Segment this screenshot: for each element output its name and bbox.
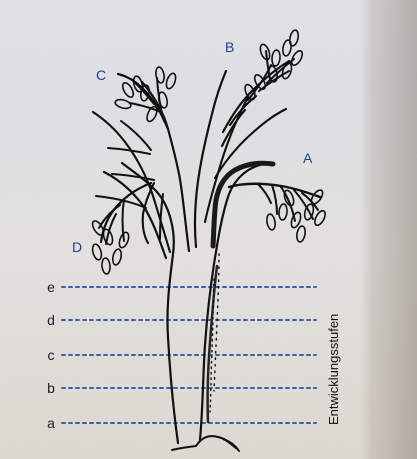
leaf-a-1 bbox=[266, 213, 277, 230]
leaf-b-2 bbox=[271, 50, 280, 67]
branch-label-d: D bbox=[72, 240, 82, 254]
branch-a-sub-5 bbox=[258, 184, 271, 203]
stage-label-e: e bbox=[44, 280, 58, 294]
trunk-center-shadow bbox=[213, 163, 273, 246]
stage-label-d: d bbox=[44, 313, 58, 327]
leaf-d-2 bbox=[101, 258, 110, 275]
stage-label-b: b bbox=[44, 381, 58, 395]
stage-lines bbox=[62, 287, 316, 423]
leaf-b-9 bbox=[288, 29, 299, 46]
leaf-a-2 bbox=[278, 204, 287, 221]
leaf-b-4 bbox=[290, 49, 305, 67]
leaf-clusters bbox=[90, 29, 327, 274]
branch-label-b: B bbox=[225, 40, 234, 54]
left-branch-sub-4 bbox=[121, 121, 151, 150]
leaf-c-6 bbox=[114, 98, 132, 110]
trunk-inner-shadow bbox=[208, 266, 217, 422]
branch-label-c: C bbox=[96, 68, 106, 82]
leaf-d-1 bbox=[91, 243, 103, 261]
left-branch-main bbox=[104, 172, 166, 258]
leaf-d-3 bbox=[111, 248, 122, 265]
left-fork-inner bbox=[160, 194, 163, 239]
leaf-a-5 bbox=[313, 209, 328, 227]
stages-axis-label: Entwicklungsstufen bbox=[327, 314, 340, 425]
trunk-left-edge bbox=[122, 163, 178, 443]
leaf-b-3 bbox=[282, 39, 293, 56]
stage-label-a: a bbox=[44, 416, 58, 430]
leaf-c-5 bbox=[165, 72, 178, 90]
branch-label-a: A bbox=[303, 151, 312, 165]
left-branch-sub-2 bbox=[112, 174, 154, 180]
branch-a-sub-1 bbox=[272, 185, 277, 214]
leaf-a-6 bbox=[296, 225, 307, 242]
leaf-b-1 bbox=[259, 43, 272, 61]
root-left bbox=[172, 446, 196, 450]
tree-outline bbox=[93, 51, 320, 451]
stage-label-c: c bbox=[44, 348, 58, 362]
